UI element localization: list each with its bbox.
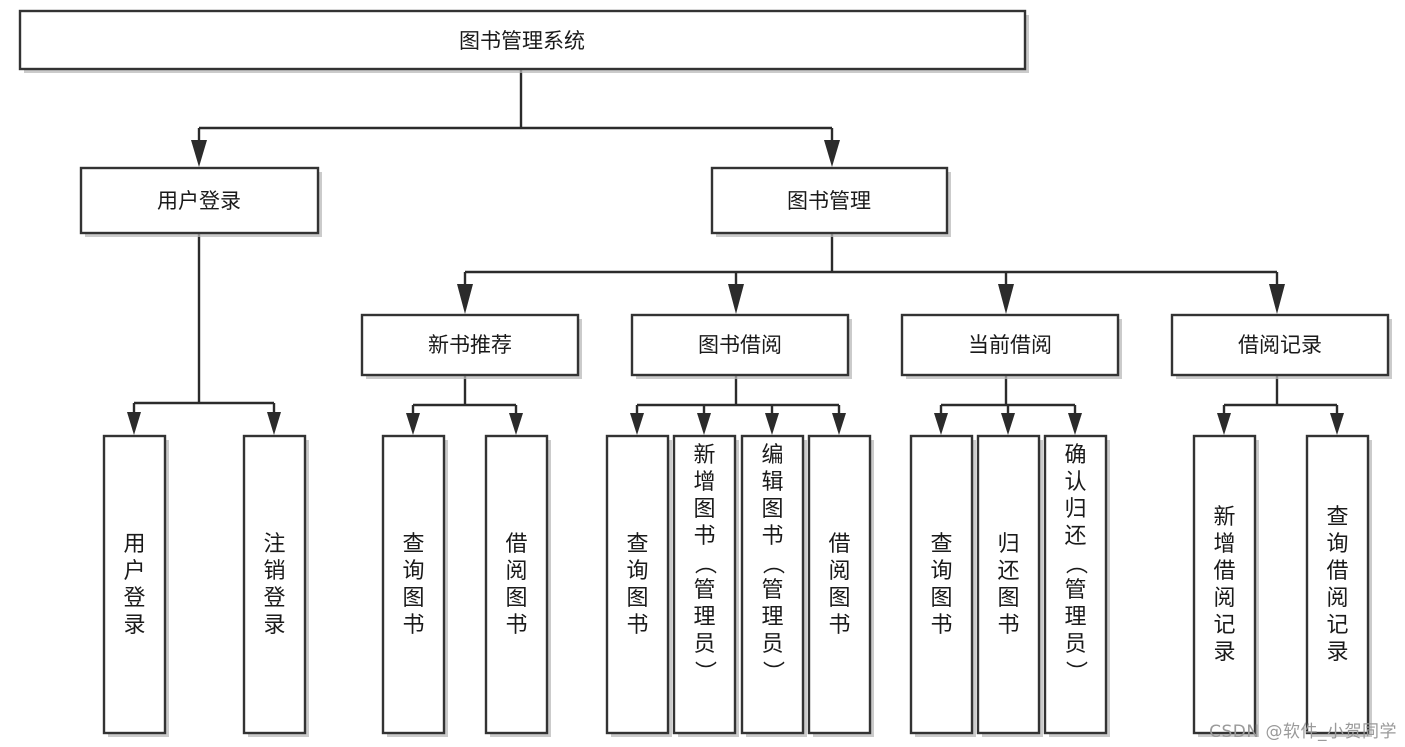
leaf-boxes-layer [102,434,1372,737]
arrow-leaf-query-book-1 [406,413,420,435]
node-current-borrow-box[interactable] [900,313,1120,377]
arrow-leaf-edit-book [765,413,779,435]
arrow-leaf-add-record [1217,413,1231,435]
arrow-new-book-rec [457,284,473,314]
node-new-book-rec-label: 新书推荐 [428,333,512,357]
leaf-borrow-book-1-box[interactable] [484,434,549,735]
node-book-borrow-box[interactable] [630,313,850,377]
leaf-query-record-box[interactable] [1305,434,1370,735]
node-book-borrow-label: 图书借阅 [698,333,782,357]
arrow-user-login [191,140,207,167]
arrow-leaf-user-login [127,412,141,435]
node-book-borrow[interactable]: 图书借阅 [630,313,852,379]
leaf-add-record-box[interactable] [1192,434,1257,735]
node-book-manage[interactable]: 图书管理 [710,166,951,237]
node-user-login[interactable]: 用户登录 [79,166,322,237]
arrow-leaf-query-book-3 [934,413,948,435]
node-borrow-record-box[interactable] [1170,313,1390,377]
arrow-leaf-logout-login [267,412,281,435]
node-user-login-box[interactable] [79,166,320,235]
node-current-borrow-label: 当前借阅 [968,333,1052,357]
leaf-query-book-2-box[interactable] [605,434,670,735]
arrow-leaf-query-book-2 [630,413,644,435]
leaf-query-book-3-box[interactable] [909,434,974,735]
arrow-current-borrow [998,284,1014,314]
leaf-confirm-return-box[interactable] [1043,434,1108,735]
leaf-edit-book-box[interactable] [740,434,805,735]
arrow-leaf-confirm-return [1068,413,1082,435]
leaf-query-book-1-box[interactable] [381,434,446,735]
node-new-book-rec[interactable]: 新书推荐 [360,313,582,379]
arrow-book-manage [824,140,840,167]
node-borrow-record[interactable]: 借阅记录 [1170,313,1392,379]
watermark-text: CSDN @软件_小贺同学 [1209,722,1397,742]
arrow-leaf-borrow-book-1 [509,413,523,435]
arrow-borrow-record [1269,284,1285,314]
leaf-borrow-book-2-box[interactable] [807,434,872,735]
node-root-box[interactable] [18,9,1027,71]
node-user-login-label: 用户登录 [157,189,241,213]
arrow-book-borrow [728,284,744,314]
node-root[interactable]: 图书管理系统 [18,9,1029,73]
node-book-manage-label: 图书管理 [787,189,871,213]
node-borrow-record-label: 借阅记录 [1238,333,1322,357]
node-root-label: 图书管理系统 [459,29,585,53]
node-new-book-rec-box[interactable] [360,313,580,377]
arrow-leaf-borrow-book-2 [832,413,846,435]
arrow-leaf-return-book [1001,413,1015,435]
arrow-leaf-query-record [1330,413,1344,435]
node-current-borrow[interactable]: 当前借阅 [900,313,1122,379]
leaf-user-login-box[interactable] [102,434,167,735]
leaf-logout-login-box[interactable] [242,434,307,735]
leaf-return-book-box[interactable] [976,434,1041,735]
arrow-leaf-add-book [697,413,711,435]
leaf-add-book-box[interactable] [672,434,737,735]
node-book-manage-box[interactable] [710,166,949,235]
edges-layer [127,70,1344,435]
